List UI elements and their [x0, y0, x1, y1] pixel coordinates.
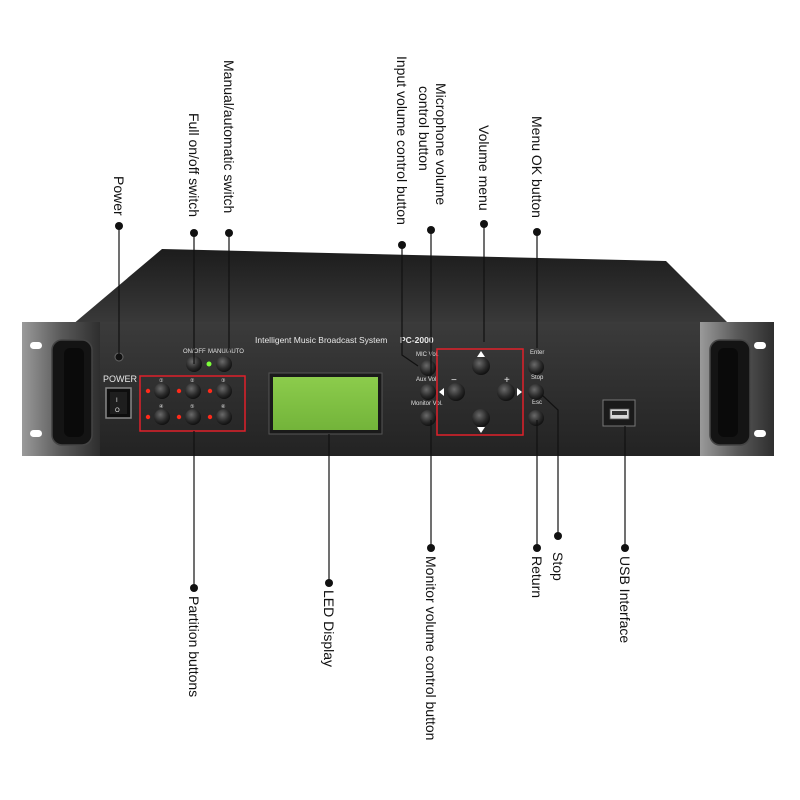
- partition-highlight-box: [139, 375, 246, 432]
- partition-button-4[interactable]: [154, 409, 170, 425]
- handle-left-inner: [64, 348, 84, 437]
- leader-lines: [118, 224, 626, 588]
- callout-menu-ok: Menu OK button: [529, 116, 545, 218]
- mic-vol-button[interactable]: [420, 360, 436, 376]
- right-arrow-icon: [517, 388, 522, 396]
- stop-button[interactable]: [528, 384, 544, 400]
- partition-button-2[interactable]: [185, 383, 201, 399]
- lcd-display: [273, 377, 378, 430]
- esc-button[interactable]: [528, 410, 544, 426]
- power-switch-off-mark: O: [115, 408, 120, 414]
- down-arrow-icon: [477, 427, 485, 433]
- callout-led-display: LED Display: [321, 590, 337, 668]
- partition-led: [145, 414, 151, 420]
- aux-vol-button[interactable]: [420, 384, 436, 400]
- partition-led: [207, 388, 213, 394]
- power-switch-rocker: [110, 392, 127, 414]
- power-switch-on-mark: I: [116, 398, 118, 404]
- rack-hole: [754, 430, 766, 437]
- volume-up-button[interactable]: [472, 357, 490, 375]
- callout-mic-volume-line2: control button: [416, 86, 432, 171]
- partition-led: [207, 414, 213, 420]
- usb-port-tongue: [612, 411, 627, 415]
- callout-usb: USB Interface: [617, 556, 633, 644]
- front-panel: [22, 322, 774, 456]
- plus-label: +: [504, 375, 510, 386]
- callout-input-volume: Input volume control button: [394, 56, 410, 225]
- power-label: POWER: [103, 374, 138, 384]
- partition-led: [176, 414, 182, 420]
- volume-plus-button[interactable]: [497, 383, 515, 401]
- chassis-top: [72, 249, 730, 325]
- partition-number-label: ⑥: [221, 404, 226, 410]
- partition-button-1[interactable]: [154, 383, 170, 399]
- usb-port-surround: [602, 399, 636, 427]
- partition-led: [176, 388, 182, 394]
- partition-number-label: ②: [190, 378, 195, 384]
- aux-vol-label: Aux Vol.: [416, 377, 438, 383]
- partition-number-label: ③: [221, 378, 226, 384]
- callout-full-onoff: Full on/off switch: [186, 113, 202, 218]
- callout-partition: Partition buttons: [186, 596, 202, 698]
- esc-label: Esc: [532, 400, 542, 406]
- partition-button-5[interactable]: [185, 409, 201, 425]
- rack-hole: [30, 430, 42, 437]
- manual-auto-button[interactable]: [216, 356, 232, 372]
- rack-hole: [30, 342, 42, 349]
- enter-button[interactable]: [528, 359, 544, 375]
- volume-down-button[interactable]: [472, 409, 490, 427]
- enter-label: Enter: [530, 350, 544, 356]
- callout-mic-volume-line1: Microphone volume: [433, 83, 449, 206]
- leader-dots: [115, 220, 629, 592]
- navigation-highlight-box: [436, 348, 524, 436]
- partition-button-3[interactable]: [216, 383, 232, 399]
- monitor-vol-button[interactable]: [420, 410, 436, 426]
- minus-label: −: [451, 375, 457, 386]
- callout-stop: Stop: [550, 552, 566, 581]
- callout-monitor-volume: Monitor volume control button: [423, 556, 439, 741]
- partition-number-label: ⑤: [190, 404, 195, 410]
- manual-auto-led: [206, 361, 212, 367]
- partition-number-label: ①: [159, 378, 164, 384]
- callout-manual-auto: Manual/automatic switch: [221, 60, 237, 214]
- callout-power: Power: [111, 176, 127, 216]
- callout-volume-menu: Volume menu: [476, 125, 492, 211]
- rack-hole: [754, 342, 766, 349]
- mic-vol-label: MIC Vol.: [416, 352, 439, 358]
- volume-minus-button[interactable]: [447, 383, 465, 401]
- device-title: Intelligent Music Broadcast System: [255, 335, 387, 345]
- left-arrow-icon: [439, 388, 444, 396]
- stop-label: Stop: [531, 375, 544, 381]
- partition-buttons: ① ② ③ ④ ⑤ ⑥: [145, 378, 232, 425]
- monitor-vol-label: Monitor Vol.: [411, 401, 443, 407]
- manual-auto-label: MANU/AUTO: [208, 349, 244, 355]
- partition-led: [145, 388, 151, 394]
- handle-right-inner: [718, 348, 738, 437]
- device-model: PC-2000: [400, 335, 434, 345]
- partition-button-6[interactable]: [216, 409, 232, 425]
- callout-return: Return: [529, 556, 545, 599]
- partition-number-label: ④: [159, 404, 164, 410]
- up-arrow-icon: [477, 351, 485, 357]
